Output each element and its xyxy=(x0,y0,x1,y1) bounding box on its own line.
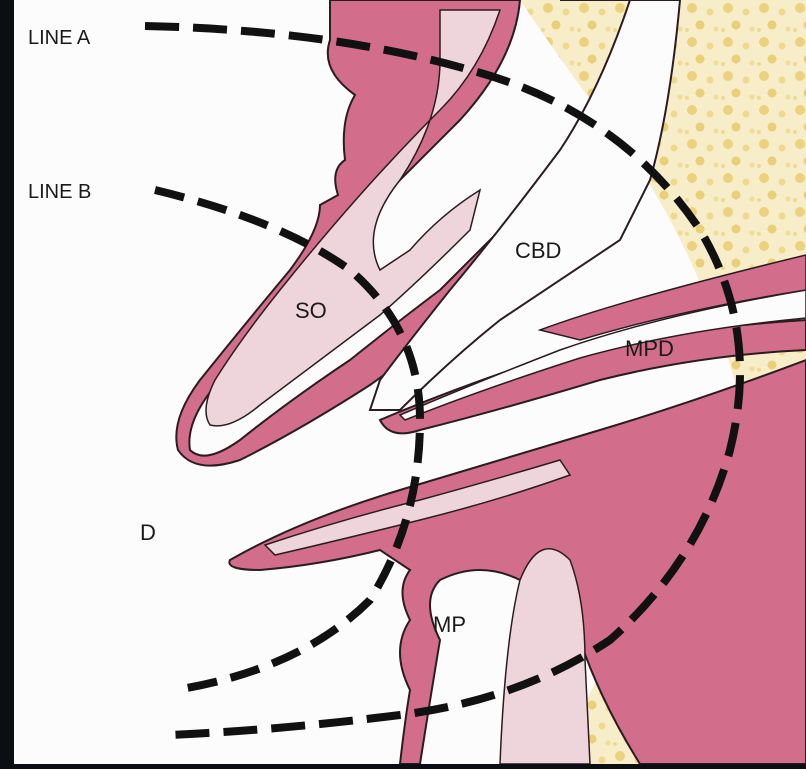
label-duodenum: D xyxy=(140,520,156,545)
label-sphincter-of-oddi: SO xyxy=(295,298,327,323)
label-major-papilla: MP xyxy=(433,612,466,637)
label-line-b: LINE B xyxy=(28,181,91,203)
label-main-pancreatic-duct: MPD xyxy=(625,336,674,361)
label-common-bile-duct: CBD xyxy=(515,238,561,263)
label-line-a: LINE A xyxy=(28,27,91,49)
